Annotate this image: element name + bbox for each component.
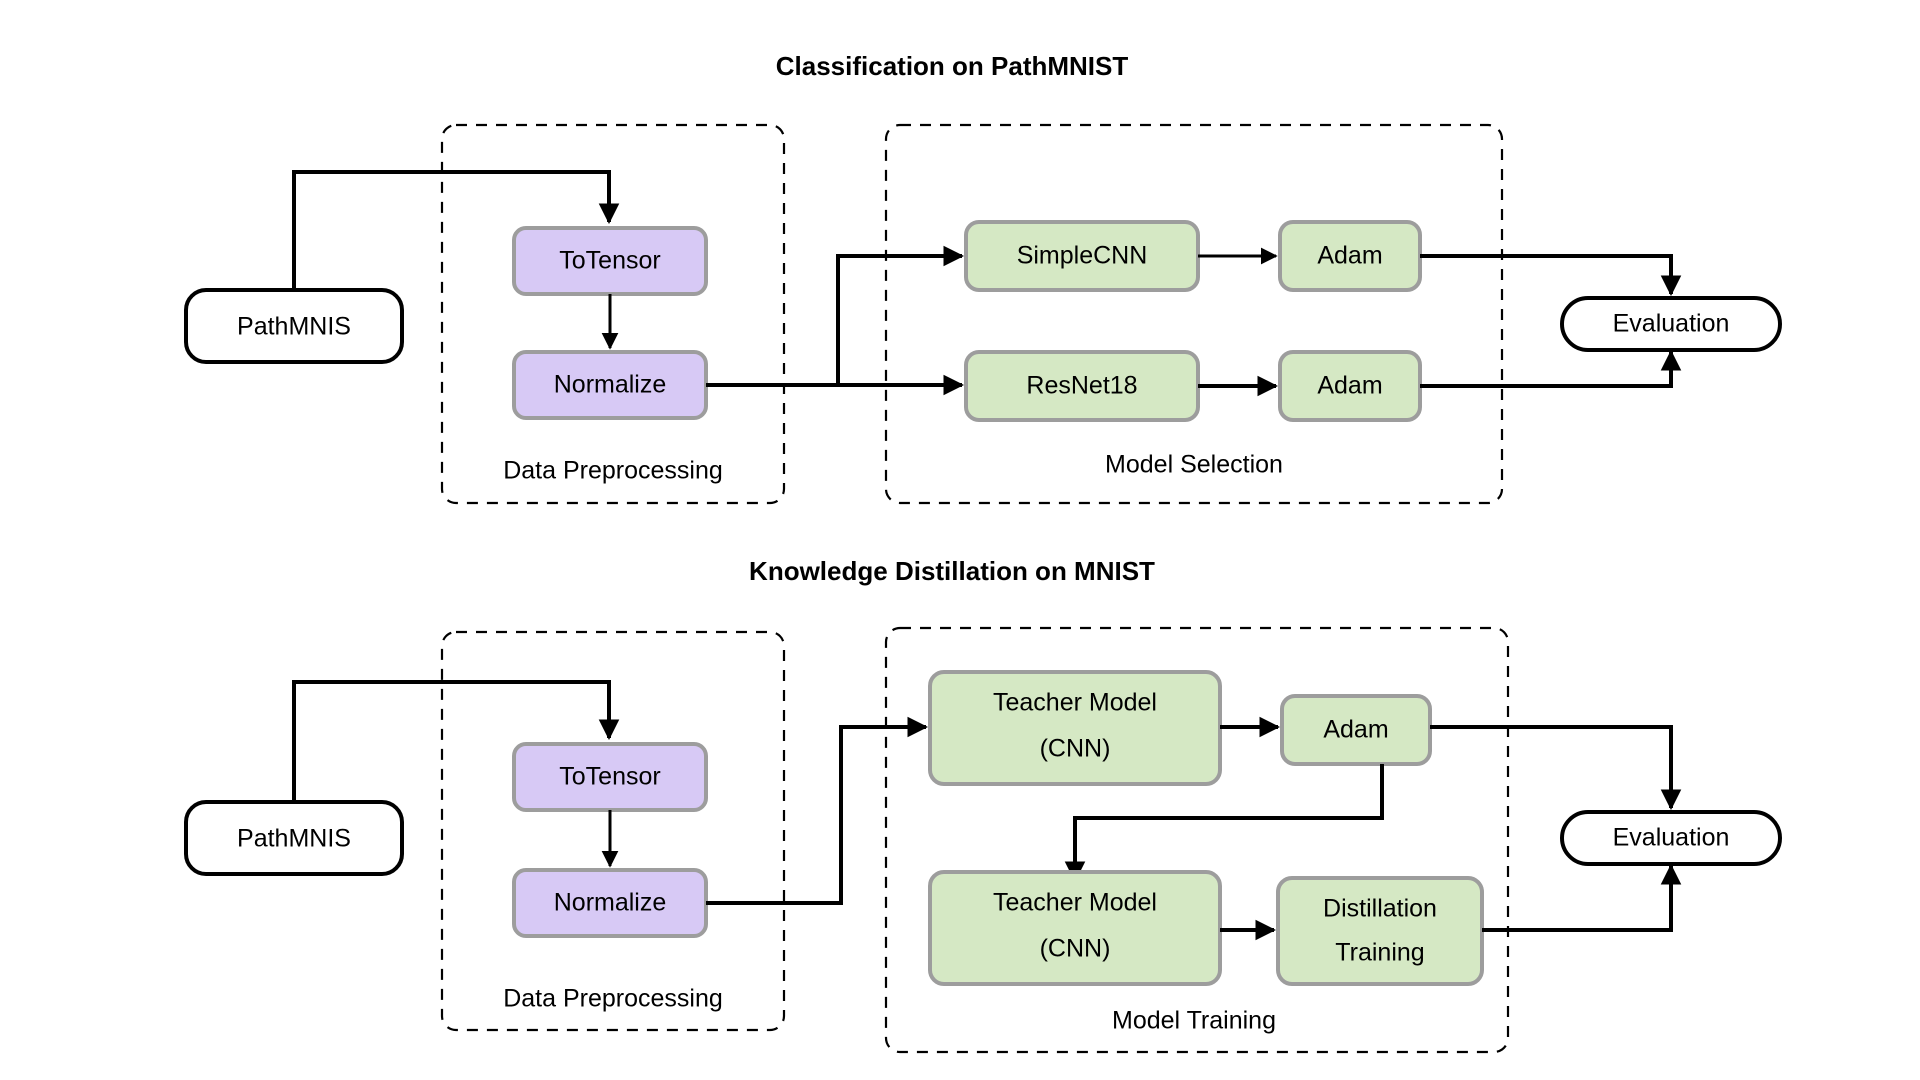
node-resnet18-label: ResNet18 (1026, 372, 1137, 400)
edge-adam-bottom-to-evaluation (1420, 349, 1682, 388)
node-evaluation-bottom-shape[interactable] (1560, 810, 1782, 866)
edge-distillation-to-evaluation (1482, 863, 1682, 932)
node-normalize-top-label: Normalize (554, 371, 667, 399)
node-totensor-top-label: ToTensor (559, 247, 660, 275)
node-totensor-bottom-label: ToTensor (559, 763, 660, 791)
node-evaluation-bottom-label: Evaluation (1613, 824, 1730, 852)
node-adam-bottom-shape[interactable] (1280, 694, 1432, 766)
edge-dataset-to-totensor-top (292, 170, 620, 290)
node-dataset-bottom-label: PathMNIS (237, 825, 351, 853)
node-adam-top-2-label: Adam (1317, 372, 1382, 400)
edge-normalize-to-teacher-model-1 (706, 716, 929, 905)
node-teacher-model-1-label-line1: Teacher Model (993, 689, 1157, 717)
node-adam-bottom-label: Adam (1323, 716, 1388, 744)
cluster-label-data-preprocessing-bottom: Data Preprocessing (503, 985, 723, 1013)
node-distillation-training-label-line1: Distillation (1323, 895, 1437, 923)
edge-dataset-to-totensor-bottom (292, 680, 620, 802)
cluster-label-model-training: Model Training (1112, 1007, 1276, 1035)
cluster-model-training (884, 626, 1510, 1054)
node-teacher-model-2-label-line2: (CNN) (1040, 935, 1111, 963)
cluster-data-preprocessing-bottom (440, 630, 786, 1032)
cluster-data-preprocessing-top (440, 123, 786, 505)
node-teacher-model-2-label-line1: Teacher Model (993, 889, 1157, 917)
cluster-model-selection (884, 123, 1504, 505)
section-title-distillation: Knowledge Distillation on MNIST (749, 556, 1155, 586)
node-simplecnn-label: SimpleCNN (1017, 242, 1148, 270)
node-evaluation-top-label: Evaluation (1613, 310, 1730, 338)
edge-adam-bottom-to-evaluation (1430, 725, 1682, 811)
edge-adam-top-to-evaluation (1420, 254, 1682, 297)
edge-adam-to-teacher-model-2 (1064, 764, 1384, 883)
node-distillation-training-label-line2: Training (1335, 939, 1424, 967)
node-evaluation-top-shape[interactable] (1560, 296, 1782, 352)
node-teacher-model-1-label-line2: (CNN) (1040, 735, 1111, 763)
node-normalize-bottom-label: Normalize (554, 889, 667, 917)
section-title-classification: Classification on PathMNIST (776, 51, 1129, 81)
edge-normalize-to-simplecnn (706, 245, 965, 387)
node-adam-top-1-label: Adam (1317, 242, 1382, 270)
cluster-label-model-selection: Model Selection (1105, 451, 1283, 479)
cluster-label-data-preprocessing-top: Data Preprocessing (503, 457, 723, 485)
node-dataset-top-label: PathMNIS (237, 313, 351, 341)
